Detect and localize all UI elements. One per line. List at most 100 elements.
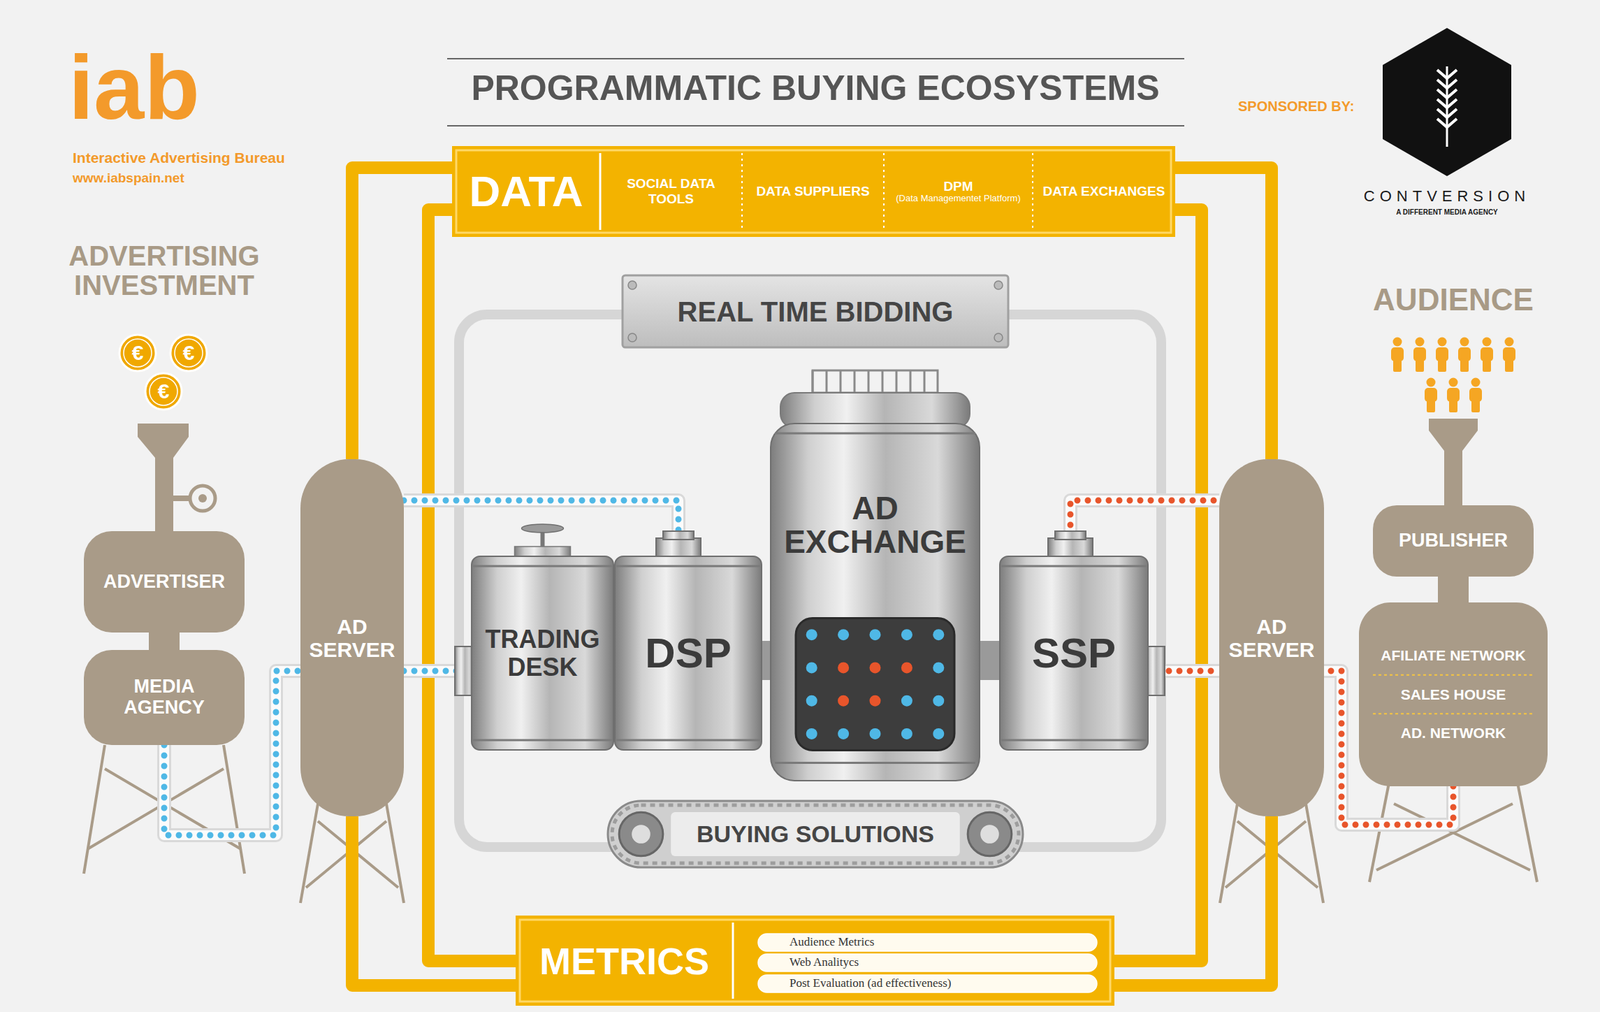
label-holder: €	[170, 334, 207, 372]
bid-dot	[901, 628, 913, 640]
section-heading: AUDIENCE	[1362, 282, 1545, 317]
tank-rim	[1001, 565, 1147, 568]
screw	[994, 280, 1003, 290]
metric-pill: Audience Metrics	[758, 933, 1097, 951]
person-icon	[1435, 337, 1449, 373]
pipe-body	[148, 632, 180, 650]
person-icon	[1413, 337, 1427, 373]
leg	[223, 744, 245, 874]
node-content: BUYING SOLUTIONS	[670, 800, 960, 868]
person-icon	[1458, 337, 1471, 373]
node-title: Audience Metrics	[789, 934, 1090, 949]
pill-body	[758, 933, 1097, 951]
leg	[1219, 803, 1238, 903]
coin	[170, 334, 207, 372]
tank-body	[83, 649, 245, 745]
pill-body	[758, 974, 1097, 993]
railing-bar	[853, 370, 856, 393]
right-funnel	[1428, 418, 1478, 506]
metrics-band: METRICSAudience MetricsWeb AnalitycsPost…	[515, 915, 1115, 1006]
valve-hub	[198, 493, 207, 503]
valve-handle	[521, 524, 564, 533]
top-flange	[663, 531, 694, 540]
wheat-grain	[1437, 118, 1457, 128]
pipe-body	[352, 816, 516, 986]
leg-brace	[1376, 803, 1513, 870]
metric-pill: Web Analitycs	[758, 953, 1097, 972]
person-icon	[1502, 337, 1516, 373]
exchange-window	[795, 617, 955, 750]
node-content: Web Analitycs	[758, 953, 1097, 972]
tank-body	[999, 556, 1148, 750]
person-icon	[1391, 337, 1404, 373]
node-title: AD SERVER	[1224, 614, 1319, 661]
person-icon	[1480, 337, 1494, 373]
valve-wheel	[190, 485, 216, 511]
node-title: PUBLISHER	[1378, 530, 1529, 552]
bid-dot	[932, 695, 944, 707]
tank-body	[471, 556, 614, 750]
node-content: AD SERVER	[300, 459, 404, 817]
left-funnel	[137, 423, 216, 541]
node-outline	[770, 423, 980, 781]
top-flange	[1055, 531, 1086, 540]
person-icon	[1424, 377, 1438, 413]
label-holder: €	[145, 373, 182, 410]
leg	[1305, 803, 1324, 903]
tank-rim	[774, 432, 976, 435]
node-title: SOCIAL DATA TOOLS	[605, 176, 737, 207]
gear	[967, 811, 1012, 856]
label-holder: iab	[68, 41, 251, 133]
tank-lid	[780, 392, 970, 428]
band-divider	[1031, 153, 1034, 230]
tank-rim	[616, 739, 761, 742]
pipe	[1453, 576, 1454, 603]
tank-rim	[774, 761, 976, 764]
node-content: AD SERVER	[1219, 459, 1325, 817]
node-content: SSP	[999, 556, 1148, 750]
bid-dot	[806, 661, 818, 673]
pipe-body	[761, 640, 771, 680]
data-source-cell: DATA SUPPLIERS	[742, 146, 884, 237]
side-flange	[454, 646, 474, 696]
data-source-cell: DPM(Data Managementet Platform)	[883, 146, 1033, 237]
coin-symbol: €	[119, 334, 156, 372]
funnel-shape	[137, 423, 189, 541]
railing-bar	[839, 370, 842, 393]
data-source-cell: DATA EXCHANGES	[1032, 146, 1176, 237]
node-content: ADVERTISER	[83, 531, 245, 633]
node-content: DATA	[452, 146, 601, 237]
label-holder: www.iabspain.net	[72, 170, 297, 186]
bid-dot	[837, 695, 849, 707]
leg	[386, 803, 404, 903]
person-icon	[1446, 377, 1460, 413]
band-divider	[883, 153, 885, 230]
node-title: MEDIA AGENCY	[110, 676, 218, 718]
bid-dot	[837, 628, 849, 640]
bid-dot	[901, 661, 913, 673]
bid-dot	[869, 661, 882, 673]
label-holder: Interactive Advertising Bureau	[72, 149, 381, 167]
tank-body	[83, 531, 245, 633]
section-heading: ADVERTISING INVESTMENT	[52, 241, 276, 300]
belt	[607, 800, 1023, 868]
band-rim	[456, 150, 1172, 233]
pipe-body	[979, 640, 1000, 680]
advertiser-tank: ADVERTISER	[83, 531, 245, 633]
tank-body	[1372, 505, 1534, 577]
node-title: ADVERTISER	[89, 571, 239, 593]
agency-tank: MEDIA AGENCY	[83, 649, 245, 745]
wheat-grain	[1437, 89, 1457, 98]
ad-server-tower: AD SERVER	[1219, 459, 1325, 817]
ad-server-tower: AD SERVER	[300, 459, 404, 817]
pipe	[352, 816, 516, 986]
bidding-plate: REAL TIME BIDDING	[622, 275, 1009, 348]
leg-brace	[1393, 803, 1531, 870]
node-content: METRICS	[515, 915, 733, 1006]
node-content: DSP	[614, 556, 762, 750]
node-title: AFILIATE NETWORK	[1364, 646, 1543, 664]
node-title: DPM	[889, 178, 1028, 195]
conveyor-belt: BUYING SOLUTIONS	[607, 800, 1023, 868]
label-holder: SPONSORED BY:	[1238, 98, 1378, 115]
